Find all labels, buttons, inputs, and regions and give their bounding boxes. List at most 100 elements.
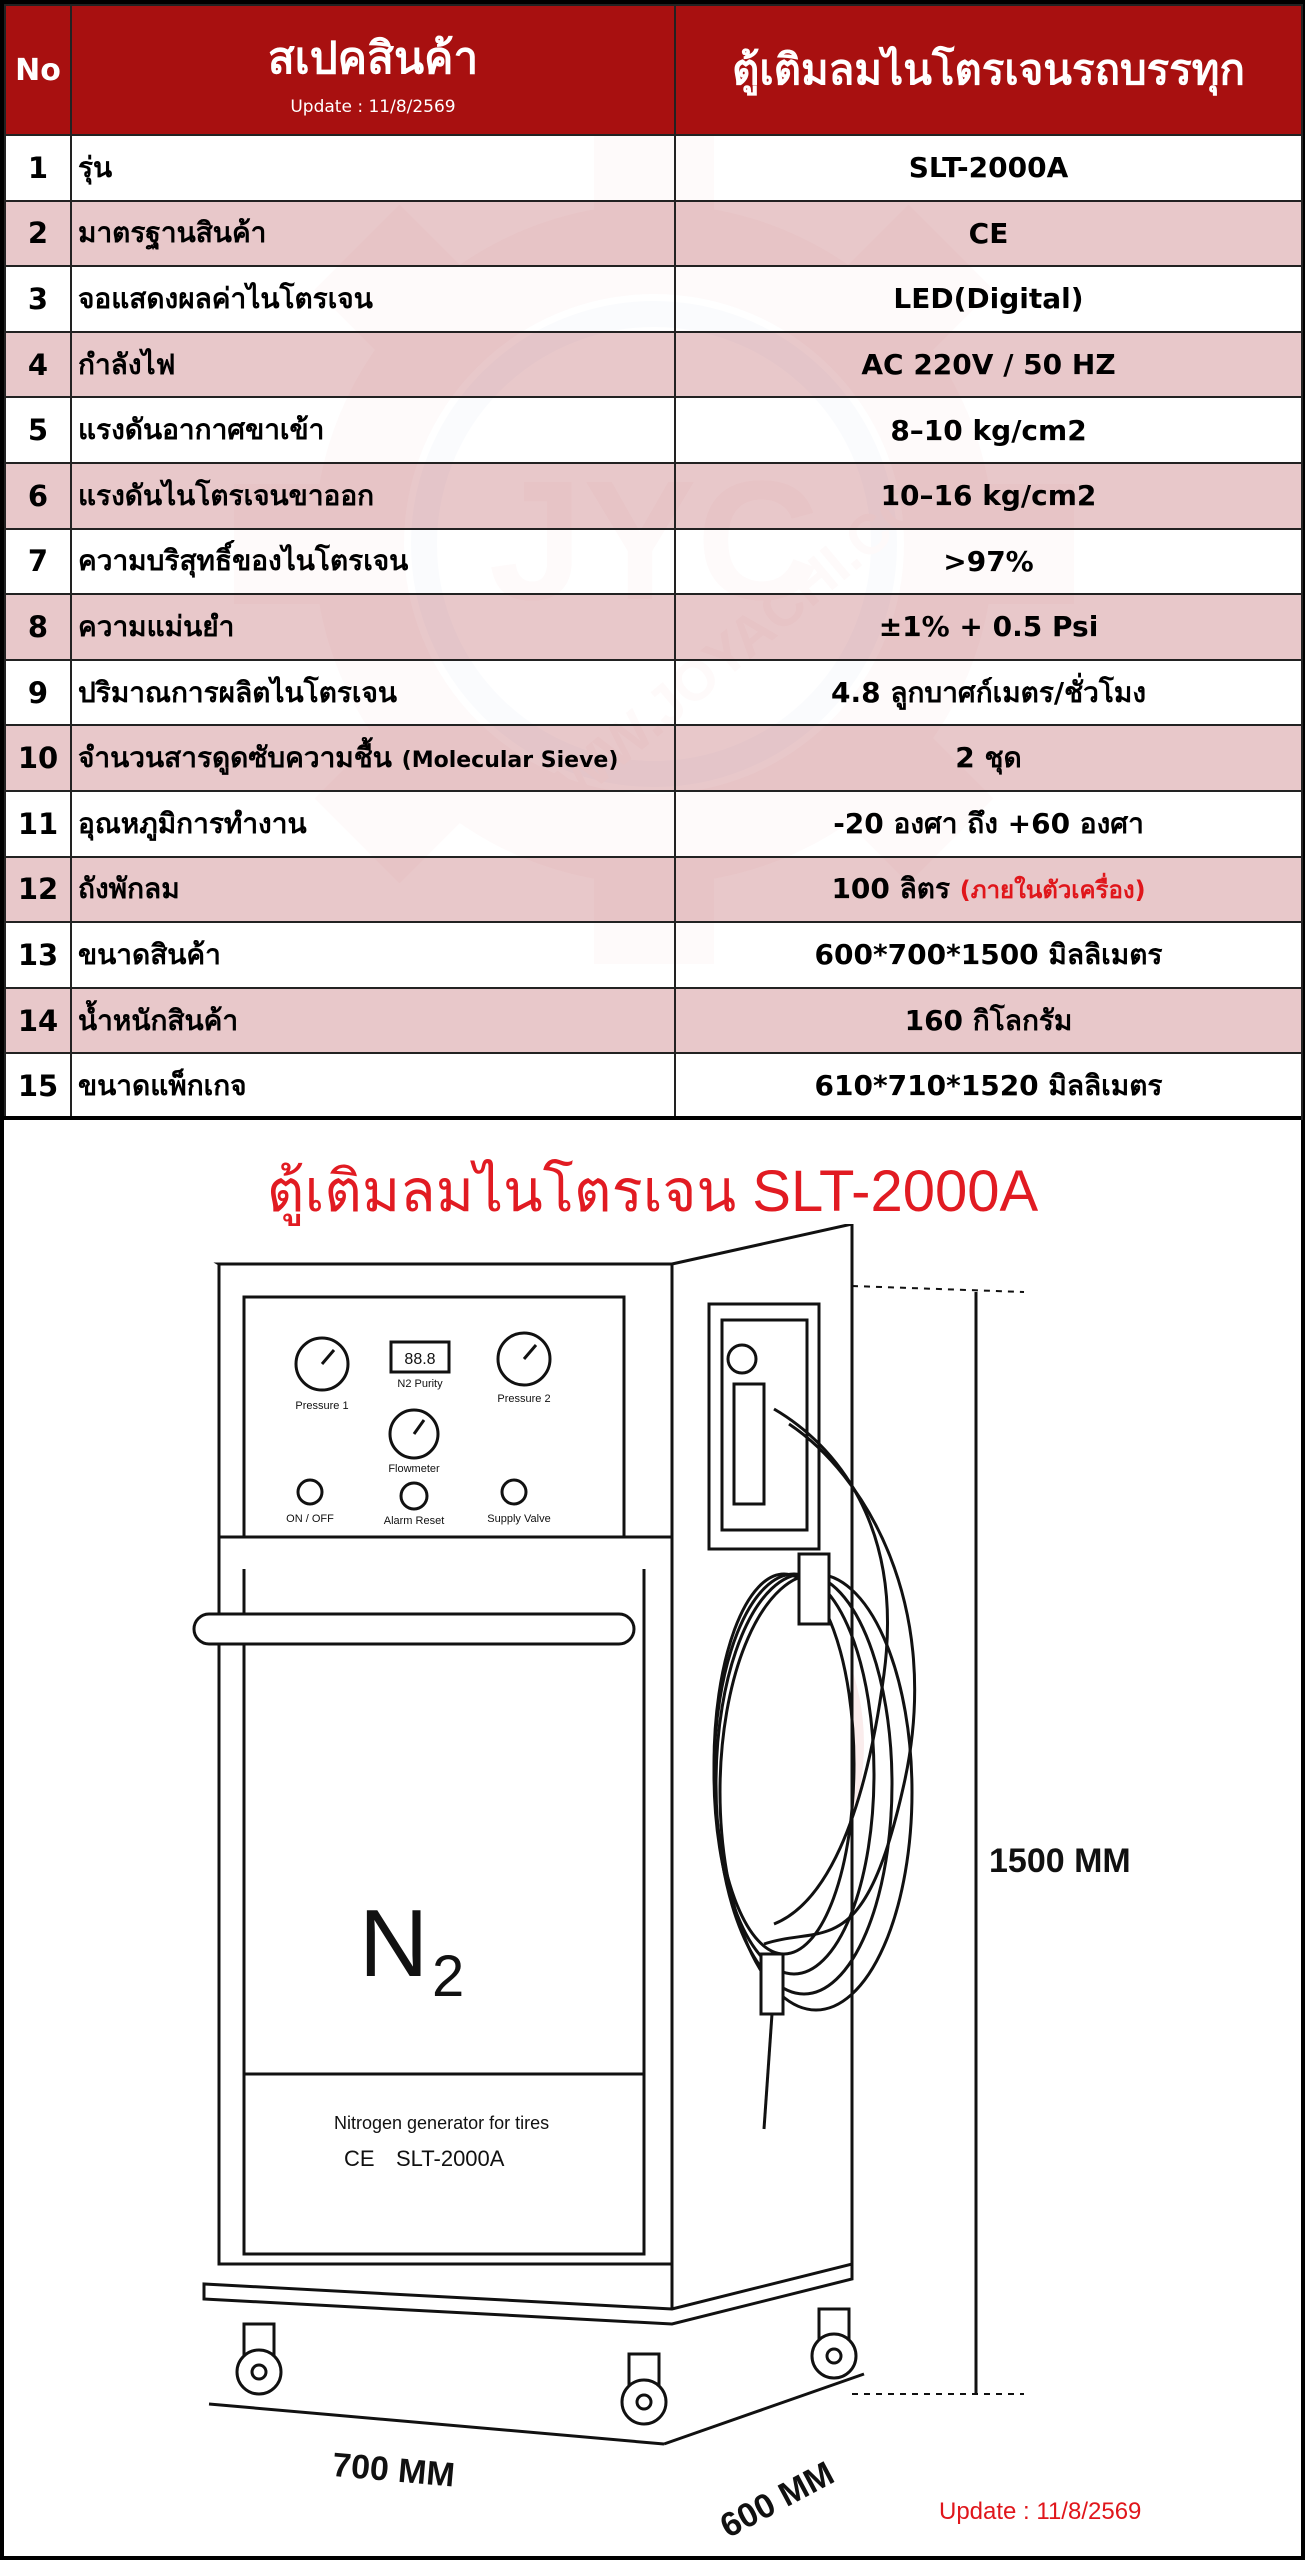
product-illustration: Pressure 1 Pressure 2 88.8 N2 Purity Flo…: [192, 1224, 1025, 2446]
header-product: ตู้เติมลมไนโตรเจนรถบรรทุก: [674, 4, 1303, 136]
row-no: 7: [4, 527, 72, 596]
row-no: 8: [4, 593, 72, 661]
switch-label: ON / OFF: [286, 1513, 334, 1525]
row-no: 5: [4, 396, 72, 464]
row-name: จอแสดงผลค่าไนโตรเจน: [70, 265, 676, 333]
row-value: CE: [674, 199, 1303, 268]
wheel-icon: [810, 2307, 858, 2380]
row-name: แรงดันอากาศขาเข้า: [70, 396, 676, 464]
row-name: อุณหภูมิการทำงาน: [70, 789, 676, 858]
table-header: No สเปคสินค้า Update : 11/8/2569 ตู้เติม…: [4, 4, 1303, 136]
row-name: ขนาดสินค้า: [70, 921, 676, 989]
alarm-reset-icon: [399, 1481, 429, 1511]
row-name-note: (Molecular Sieve): [401, 748, 619, 774]
row-value: 2 ชุด: [674, 724, 1303, 792]
row-value: -20 องศา ถึง +60 องศา: [674, 789, 1303, 858]
row-no: 6: [4, 461, 72, 530]
row-name: มาตรฐานสินค้า: [70, 199, 676, 268]
purity-label: N2 Purity: [397, 1378, 443, 1390]
hose-coil-icon: [712, 1407, 917, 2130]
row-value: 600*700*1500 มิลลิเมตร: [674, 921, 1303, 989]
row-no: 10: [4, 724, 72, 792]
logo-n2-sub: 2: [432, 1944, 464, 2009]
height-dimension-label: 1500 MM: [989, 1842, 1131, 1880]
row-name: จำนวนสารดูดซับความชื้น (Molecular Sieve): [70, 724, 676, 792]
row-no: 3: [4, 265, 72, 333]
row-name: ขนาดแพ็กเกจ: [70, 1052, 676, 1120]
purity-display: [389, 1340, 451, 1374]
nameplate-model: SLT-2000A: [396, 2146, 505, 2171]
row-name: ปริมาณการผลิตไนโตรเจน: [70, 658, 676, 727]
row-name: กำลังไฟ: [70, 330, 676, 399]
nameplate-line1: Nitrogen generator for tires: [334, 2113, 549, 2133]
row-name: รุ่น: [70, 134, 676, 202]
cabinet-front: [217, 1262, 676, 2266]
pressure2-label: Pressure 2: [497, 1393, 550, 1405]
row-name: ถังพักลม: [70, 855, 676, 924]
power-switch-icon: [296, 1478, 324, 1506]
row-value: LED(Digital): [674, 265, 1303, 333]
row-name: แรงดันไนโตรเจนขาออก: [70, 461, 676, 530]
row-no: 12: [4, 855, 72, 924]
header-spec: สเปคสินค้า Update : 11/8/2569: [70, 4, 676, 136]
header-no: No: [4, 4, 72, 136]
row-no: 15: [4, 1052, 72, 1120]
wheel-icon: [235, 2322, 283, 2396]
row-no: 2: [4, 199, 72, 268]
row-value: 100 ลิตร (ภายในตัวเครื่อง): [674, 855, 1303, 924]
row-value: 160 กิโลกรัม: [674, 986, 1303, 1055]
row-value: 10–16 kg/cm2: [674, 461, 1303, 530]
section-divider: [4, 1116, 1301, 1120]
purity-display-value: 88.8: [404, 1351, 435, 1368]
cabinet-base: [202, 2262, 854, 2326]
spec-table: No สเปคสินค้า Update : 11/8/2569 ตู้เติม…: [4, 4, 1303, 1120]
header-spec-title: สเปคสินค้า: [267, 33, 479, 84]
row-value-text: 100 ลิตร: [831, 872, 951, 906]
supply-label: Supply Valve: [487, 1513, 550, 1525]
row-value-note: (ภายในตัวเครื่อง): [959, 876, 1146, 905]
alarm-label: Alarm Reset: [384, 1515, 445, 1527]
width-dimension-line: [208, 2402, 665, 2446]
supply-valve-icon: [500, 1478, 528, 1506]
flowmeter-gauge-icon: [388, 1408, 440, 1460]
row-name-text: จำนวนสารดูดซับความชื้น: [78, 741, 392, 775]
row-name: น้ำหนักสินค้า: [70, 986, 676, 1055]
row-value: SLT-2000A: [674, 134, 1303, 202]
row-no: 13: [4, 921, 72, 989]
nameplate-panel: [242, 2072, 646, 2256]
pressure1-label: Pressure 1: [295, 1400, 348, 1412]
flowmeter-label: Flowmeter: [388, 1463, 440, 1475]
row-name: ความบริสุทธิ์ของไนโตรเจน: [70, 527, 676, 596]
row-value: ±1% + 0.5 Psi: [674, 593, 1303, 661]
wheel-icon: [620, 2352, 668, 2426]
row-no: 1: [4, 134, 72, 202]
row-name: ความแม่นยำ: [70, 593, 676, 661]
depth-dimension-line: [663, 2372, 865, 2446]
row-value: 8–10 kg/cm2: [674, 396, 1303, 464]
logo-n2-main: N: [359, 1890, 428, 1997]
row-value: >97%: [674, 527, 1303, 596]
row-no: 4: [4, 330, 72, 399]
footer-update: Update : 11/8/2569: [939, 2498, 1142, 2525]
row-value: 4.8 ลูกบาศก์เมตร/ชั่วโมง: [674, 658, 1303, 727]
pressure2-gauge-icon: [496, 1331, 552, 1387]
handle-bar: [192, 1612, 636, 1646]
header-update: Update : 11/8/2569: [290, 97, 456, 117]
pressure1-gauge-icon: [294, 1336, 350, 1392]
nameplate-ce: CE: [344, 2146, 375, 2171]
